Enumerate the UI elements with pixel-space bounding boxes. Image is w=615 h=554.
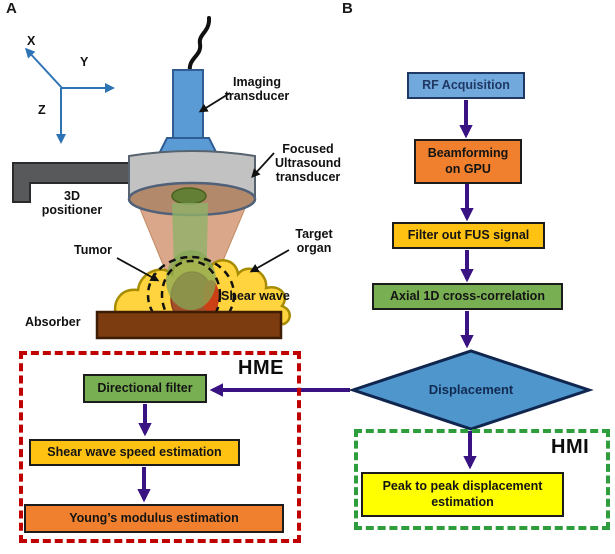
node-youngs-modulus: Young’s modulus estimation — [24, 504, 284, 533]
focused-transducer-label: Focused Ultrasound transducer — [275, 142, 341, 184]
fus-aperture — [171, 187, 207, 205]
node-filter-fus: Filter out FUS signal — [392, 222, 545, 249]
focused-transducer-pointer — [251, 152, 275, 178]
axis-z-label: Z — [38, 103, 46, 117]
axis-x-arrow — [24, 47, 63, 89]
displacement-diamond — [348, 349, 594, 431]
tumor-pointer — [116, 257, 160, 282]
imaging-transducer-label: Imaging transducer — [224, 75, 290, 103]
node-shear-wave-speed: Shear wave speed estimation — [29, 439, 240, 466]
panel-a-label: A — [6, 0, 17, 17]
hmi-label: HMI — [551, 436, 590, 458]
hmi-frame — [354, 429, 610, 530]
tumor-label: Tumor — [74, 243, 112, 257]
node-peak-displacement: Peak to peak displacement estimation — [361, 472, 564, 517]
node-directional-filter: Directional filter — [83, 374, 207, 403]
target-organ-label: Target organ — [295, 227, 333, 255]
imaging-transducer-rod — [172, 69, 204, 139]
node-axial-crosscorr: Axial 1D cross-correlation — [372, 283, 563, 310]
node-beamforming: Beamforming on GPU — [414, 139, 522, 184]
node-rf-acquisition: RF Acquisition — [407, 72, 525, 99]
axis-y-label: Y — [80, 55, 89, 69]
absorber-shape — [95, 310, 283, 340]
axis-x-label: X — [27, 34, 36, 48]
hme-label: HME — [238, 357, 284, 379]
shear-wave-label: Shear wave — [221, 289, 290, 303]
node-displacement-label: Displacement — [428, 382, 514, 397]
positioner-label: 3D positioner — [41, 189, 103, 217]
hme-frame — [19, 351, 301, 543]
panel-b-label: B — [342, 0, 353, 17]
target-organ-pointer — [249, 249, 290, 273]
transducer-cable — [187, 16, 212, 73]
absorber-label: Absorber — [25, 315, 81, 329]
imaging-transducer-pointer — [198, 92, 231, 113]
